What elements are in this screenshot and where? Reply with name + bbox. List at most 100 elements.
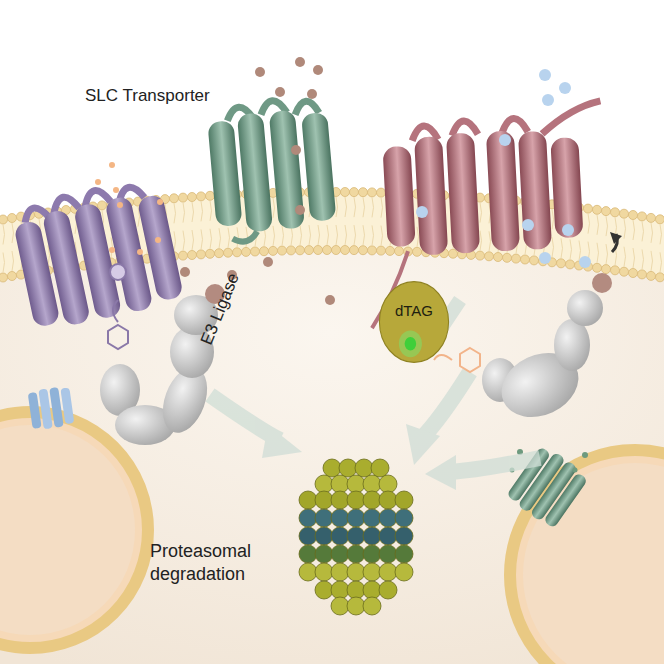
lipid-head — [242, 247, 251, 256]
proteasome-subunit — [347, 545, 365, 563]
proteasome-subunit — [363, 563, 381, 581]
lipid-tail — [660, 224, 662, 244]
lipid-head — [197, 250, 206, 259]
proteasome-subunit — [299, 491, 317, 509]
lipid-head — [341, 246, 350, 255]
proteasome-subunit — [331, 527, 349, 545]
lipid-head — [611, 208, 620, 217]
lipid-tail — [345, 225, 347, 245]
lipid-head — [368, 188, 377, 197]
proteasome-subunit — [331, 475, 349, 493]
lipid-head — [413, 247, 422, 256]
lipid-tail — [651, 223, 653, 243]
lipid-tail — [201, 201, 203, 221]
lipid-tail — [633, 220, 635, 240]
proteasome-subunit — [339, 459, 357, 477]
proteasome-subunit — [347, 581, 365, 599]
lipid-tail — [174, 203, 176, 223]
lipid-head — [476, 251, 485, 260]
lipid-tail — [336, 225, 338, 245]
lipid-head — [656, 273, 664, 282]
tag-glow-core — [405, 337, 417, 350]
tag-glow — [399, 330, 422, 357]
lipid-head — [584, 204, 593, 213]
lipid-head — [359, 246, 368, 255]
lipid-tail — [597, 215, 599, 235]
lipid-head — [179, 251, 188, 260]
lipid-tail — [660, 252, 662, 272]
lipid-head — [332, 246, 341, 255]
proteasome-subunit — [315, 509, 333, 527]
lipid-tail — [3, 225, 5, 245]
lipid-head — [602, 265, 611, 274]
lipid-head — [593, 205, 602, 214]
lipid-tail — [633, 248, 635, 268]
lipid-head — [206, 249, 215, 258]
lipid-tail — [12, 251, 14, 271]
lipid-tail — [372, 225, 374, 245]
proteasome-subunit — [395, 545, 413, 563]
lipid-head — [224, 248, 233, 257]
lipid-tail — [642, 221, 644, 241]
tag-body — [379, 282, 448, 363]
lipid-head — [368, 246, 377, 255]
proteasome-subunit — [323, 459, 341, 477]
e3-ligase-right — [434, 232, 622, 429]
proteasome-subunit — [331, 545, 349, 563]
lipid-head — [305, 246, 314, 255]
lipid-head — [296, 246, 305, 255]
lipid-tail — [363, 225, 365, 245]
lipid-head — [485, 252, 494, 261]
proteasome-subunit — [347, 597, 365, 615]
lipid-tail — [273, 198, 275, 218]
lipid-head — [215, 249, 224, 258]
title-label: SLC Transporter — [85, 85, 210, 106]
lipid-head — [278, 246, 287, 255]
proteasome-subunit — [347, 475, 365, 493]
lipid-head — [287, 246, 296, 255]
vesicle-right — [505, 443, 664, 664]
lipid-head — [0, 215, 8, 224]
lipid-head — [341, 188, 350, 197]
proteasome-subunit — [379, 491, 397, 509]
proteasome-subunit — [347, 563, 365, 581]
lipid-head — [395, 247, 404, 256]
lipid-head — [593, 263, 602, 272]
lipid-tail — [192, 202, 194, 222]
lipid-tail — [309, 225, 311, 245]
lipid-tail — [642, 249, 644, 269]
proteasome-subunit — [363, 475, 381, 493]
lipid-head — [179, 193, 188, 202]
lipid-head — [251, 247, 260, 256]
lipid-head — [647, 213, 656, 222]
lipid-head — [638, 270, 647, 279]
proteasome-subunit — [315, 581, 333, 599]
proteasome-subunit — [379, 545, 397, 563]
lipid-tail — [417, 227, 419, 247]
proteasome-subunit — [331, 581, 349, 599]
lipid-tail — [561, 238, 563, 258]
transporter-green — [206, 96, 338, 244]
lipid-head — [503, 253, 512, 262]
proteasome-subunit — [379, 509, 397, 527]
proteasome-subunit — [299, 545, 317, 563]
lipid-head — [170, 194, 179, 203]
lipid-tail — [210, 229, 212, 249]
lipid-tail — [3, 253, 5, 273]
lipid-head — [611, 266, 620, 275]
lipid-head — [350, 188, 359, 197]
lipid-tail — [381, 198, 383, 218]
proteasome-subunit — [315, 491, 333, 509]
lipid-head — [602, 207, 611, 216]
lipid-head — [620, 209, 629, 218]
lipid-head — [197, 192, 206, 201]
lipid-tail — [318, 225, 320, 245]
proteasome-subunit — [347, 527, 365, 545]
proteasome-subunit — [299, 527, 317, 545]
proteasome-subunit — [363, 509, 381, 527]
lipid-tail — [372, 197, 374, 217]
lipid-tail — [363, 197, 365, 217]
lipid-tail — [651, 251, 653, 271]
proteasome-subunit — [347, 509, 365, 527]
proteasome — [299, 459, 413, 615]
